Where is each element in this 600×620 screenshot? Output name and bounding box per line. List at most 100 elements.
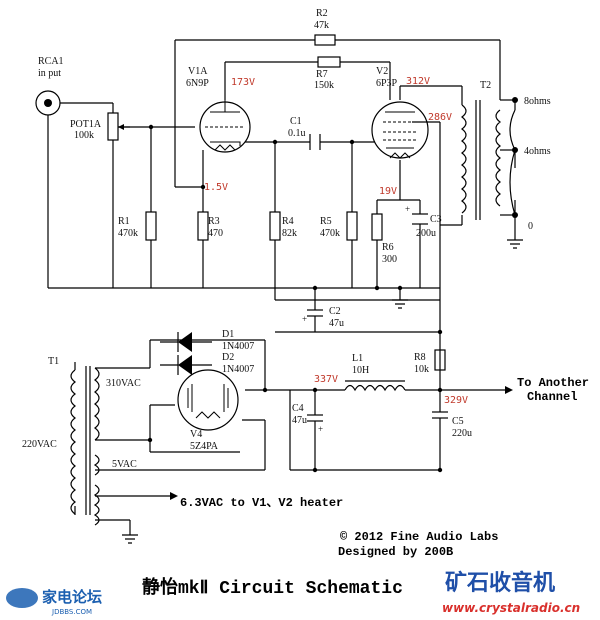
ground-symbol-icon <box>507 239 523 249</box>
r4-value: 82k <box>282 228 297 239</box>
resistor-r7[interactable] <box>317 56 341 68</box>
tube-v4[interactable] <box>177 369 239 431</box>
resistor-r3[interactable] <box>197 211 209 241</box>
r1-value: 470k <box>118 228 138 239</box>
l1-value: 10H <box>352 365 369 376</box>
output-label-line1: To Another <box>517 376 589 390</box>
resistor-r1[interactable] <box>145 211 157 241</box>
c5-ref: C5 <box>452 416 464 427</box>
r8-ref: R8 <box>414 352 426 363</box>
watermark-left: 家电论坛 JDBBS.COM <box>6 588 102 616</box>
svg-text:+: + <box>318 424 323 434</box>
c4-ref: C4 <box>292 403 304 414</box>
hv-winding-label: 310VAC <box>106 378 141 389</box>
r7-value: 150k <box>314 80 334 91</box>
copyright-text: © 2012 Fine Audio Labs <box>340 530 498 544</box>
capacitor-c1[interactable] <box>309 134 321 150</box>
resistor-r8[interactable] <box>434 349 446 371</box>
tap-8ohm-terminal[interactable] <box>512 97 518 103</box>
capacitor-c4[interactable]: + <box>307 414 323 434</box>
watermark-right: 矿石收音机 www.crystalradio.cn <box>442 570 580 615</box>
output-arrow-icon <box>505 386 513 394</box>
v4-value: 5Z4PA <box>190 441 219 452</box>
filament-winding-label: 5VAC <box>112 459 137 470</box>
c2-value: 47u <box>329 318 344 329</box>
c4-value: 47u <box>292 415 307 426</box>
resistor-r2[interactable] <box>314 34 336 46</box>
ground-symbol-icon <box>122 534 138 544</box>
jdbbs-logo-icon <box>6 588 38 608</box>
pot1a-ref: POT1A <box>70 119 102 130</box>
transformer-t1[interactable] <box>70 366 100 526</box>
primary-winding-label: 220VAC <box>22 439 57 450</box>
r5-value: 470k <box>320 228 340 239</box>
r3-value: 470 <box>208 228 223 239</box>
c5-value: 220u <box>452 428 472 439</box>
voltage-v1-plate: 173V <box>231 77 255 88</box>
resistor-r5[interactable] <box>346 211 358 241</box>
rca-jack[interactable] <box>35 90 61 116</box>
t1-ref: T1 <box>48 356 59 367</box>
tap-0-label: 0 <box>528 221 533 232</box>
rca1-desc: in put <box>38 68 61 79</box>
r2-ref: R2 <box>316 8 328 19</box>
diode-d1[interactable] <box>177 332 192 352</box>
svg-text:+: + <box>302 314 307 324</box>
r6-value: 300 <box>382 254 397 265</box>
voltage-v1-cathode: 1.5V <box>204 182 228 193</box>
d2-ref: D2 <box>222 352 234 363</box>
d2-value: 1N4007 <box>222 364 254 375</box>
output-taps <box>500 97 518 218</box>
c1-ref: C1 <box>290 116 302 127</box>
v1a-value: 6N9P <box>186 78 209 89</box>
r1-ref: R1 <box>118 216 130 227</box>
r5-ref: R5 <box>320 216 332 227</box>
rca1-ref: RCA1 <box>38 56 64 67</box>
capacitor-c2[interactable]: + <box>302 309 323 324</box>
junction-dots <box>147 124 443 473</box>
c3-value: 200u <box>416 228 436 239</box>
resistor-r6[interactable] <box>371 213 383 241</box>
r4-ref: R4 <box>282 216 294 227</box>
voltage-v2-plate: 312V <box>406 76 430 87</box>
pot1a-value: 100k <box>74 130 94 141</box>
pot1a-symbol[interactable] <box>107 112 130 141</box>
wiring <box>47 39 516 535</box>
tube-v2[interactable] <box>371 101 429 159</box>
r2-value: 47k <box>314 20 329 31</box>
svg-text:www.crystalradio.cn: www.crystalradio.cn <box>442 601 580 615</box>
heater-winding-label: 6.3VAC to V1、V2 heater <box>180 496 343 510</box>
transformer-t2[interactable] <box>461 100 501 220</box>
r7-ref: R7 <box>316 69 328 80</box>
svg-text:矿石收音机: 矿石收音机 <box>445 570 555 596</box>
svg-text:+: + <box>405 204 410 214</box>
schematic-title: 静怡mkⅡ Circuit Schematic <box>142 576 403 599</box>
inductor-l1[interactable] <box>344 380 406 392</box>
voltage-v2-cathode: 19V <box>379 186 397 197</box>
ground-symbol-icon <box>392 299 408 309</box>
tap-8ohm-label: 8ohms <box>524 96 551 107</box>
r6-ref: R6 <box>382 242 394 253</box>
c1-value: 0.1u <box>288 128 306 139</box>
r3-ref: R3 <box>208 216 220 227</box>
capacitor-c3[interactable]: + <box>405 204 428 225</box>
v2-ref: V2 <box>376 66 388 77</box>
t2-ref: T2 <box>480 80 491 91</box>
diode-d2[interactable] <box>177 355 192 375</box>
d1-ref: D1 <box>222 329 234 340</box>
tube-v1a[interactable] <box>199 100 251 153</box>
svg-text:JDBBS.COM: JDBBS.COM <box>51 608 92 616</box>
voltage-rect-out: 337V <box>314 374 338 385</box>
resistor-r4[interactable] <box>269 211 281 241</box>
designer-text: Designed by 200B <box>338 545 453 559</box>
heater-arrow-icon <box>170 492 178 500</box>
c3-ref: C3 <box>430 214 442 225</box>
capacitor-c5[interactable] <box>432 411 448 419</box>
r8-value: 10k <box>414 364 429 375</box>
svg-text:家电论坛: 家电论坛 <box>42 588 102 606</box>
d1-value: 1N4007 <box>222 341 254 352</box>
l1-ref: L1 <box>352 353 363 364</box>
v1a-ref: V1A <box>188 66 208 77</box>
